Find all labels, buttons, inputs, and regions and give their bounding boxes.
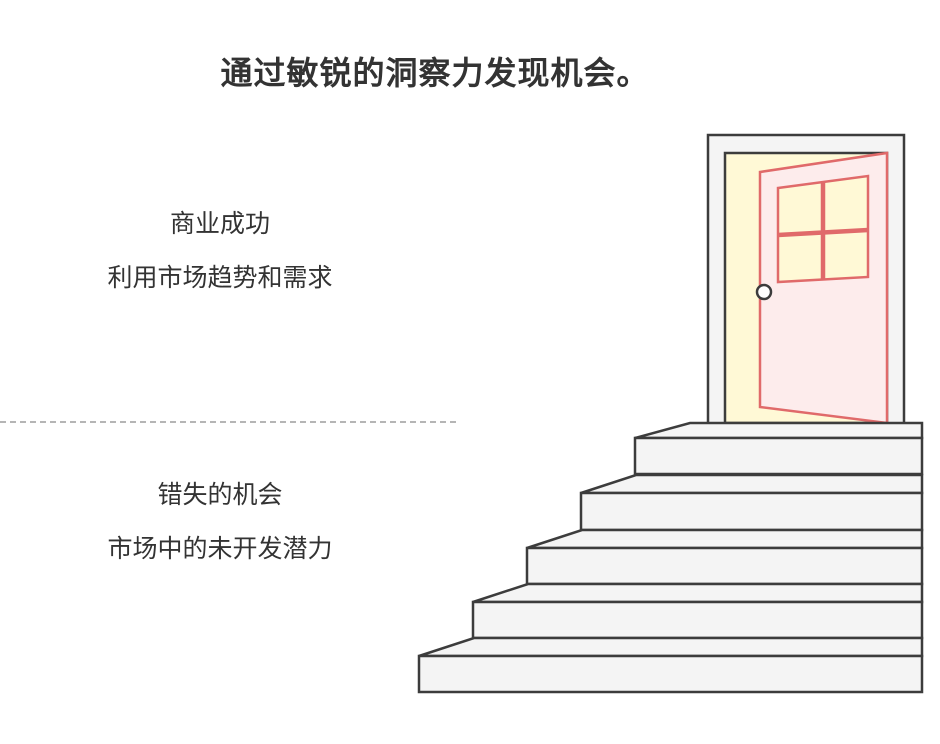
step-3 bbox=[525, 528, 924, 586]
upper-section-heading: 商业成功 bbox=[169, 209, 270, 238]
step-4 bbox=[471, 582, 924, 640]
step-5 bbox=[417, 636, 924, 694]
lower-section-heading: 错失的机会 bbox=[157, 480, 283, 509]
section-divider bbox=[0, 421, 456, 423]
door-window bbox=[776, 174, 870, 284]
open-door bbox=[755, 151, 889, 425]
step-2 bbox=[579, 473, 924, 532]
staircase bbox=[417, 421, 924, 694]
lower-section-subheading: 市场中的未开发潜力 bbox=[107, 534, 333, 563]
door-knob bbox=[755, 283, 773, 301]
diagram-title: 通过敏锐的洞察力发现机会。 bbox=[220, 54, 650, 92]
upper-section-subheading: 利用市场趋势和需求 bbox=[107, 263, 333, 292]
step-1 bbox=[633, 421, 924, 476]
